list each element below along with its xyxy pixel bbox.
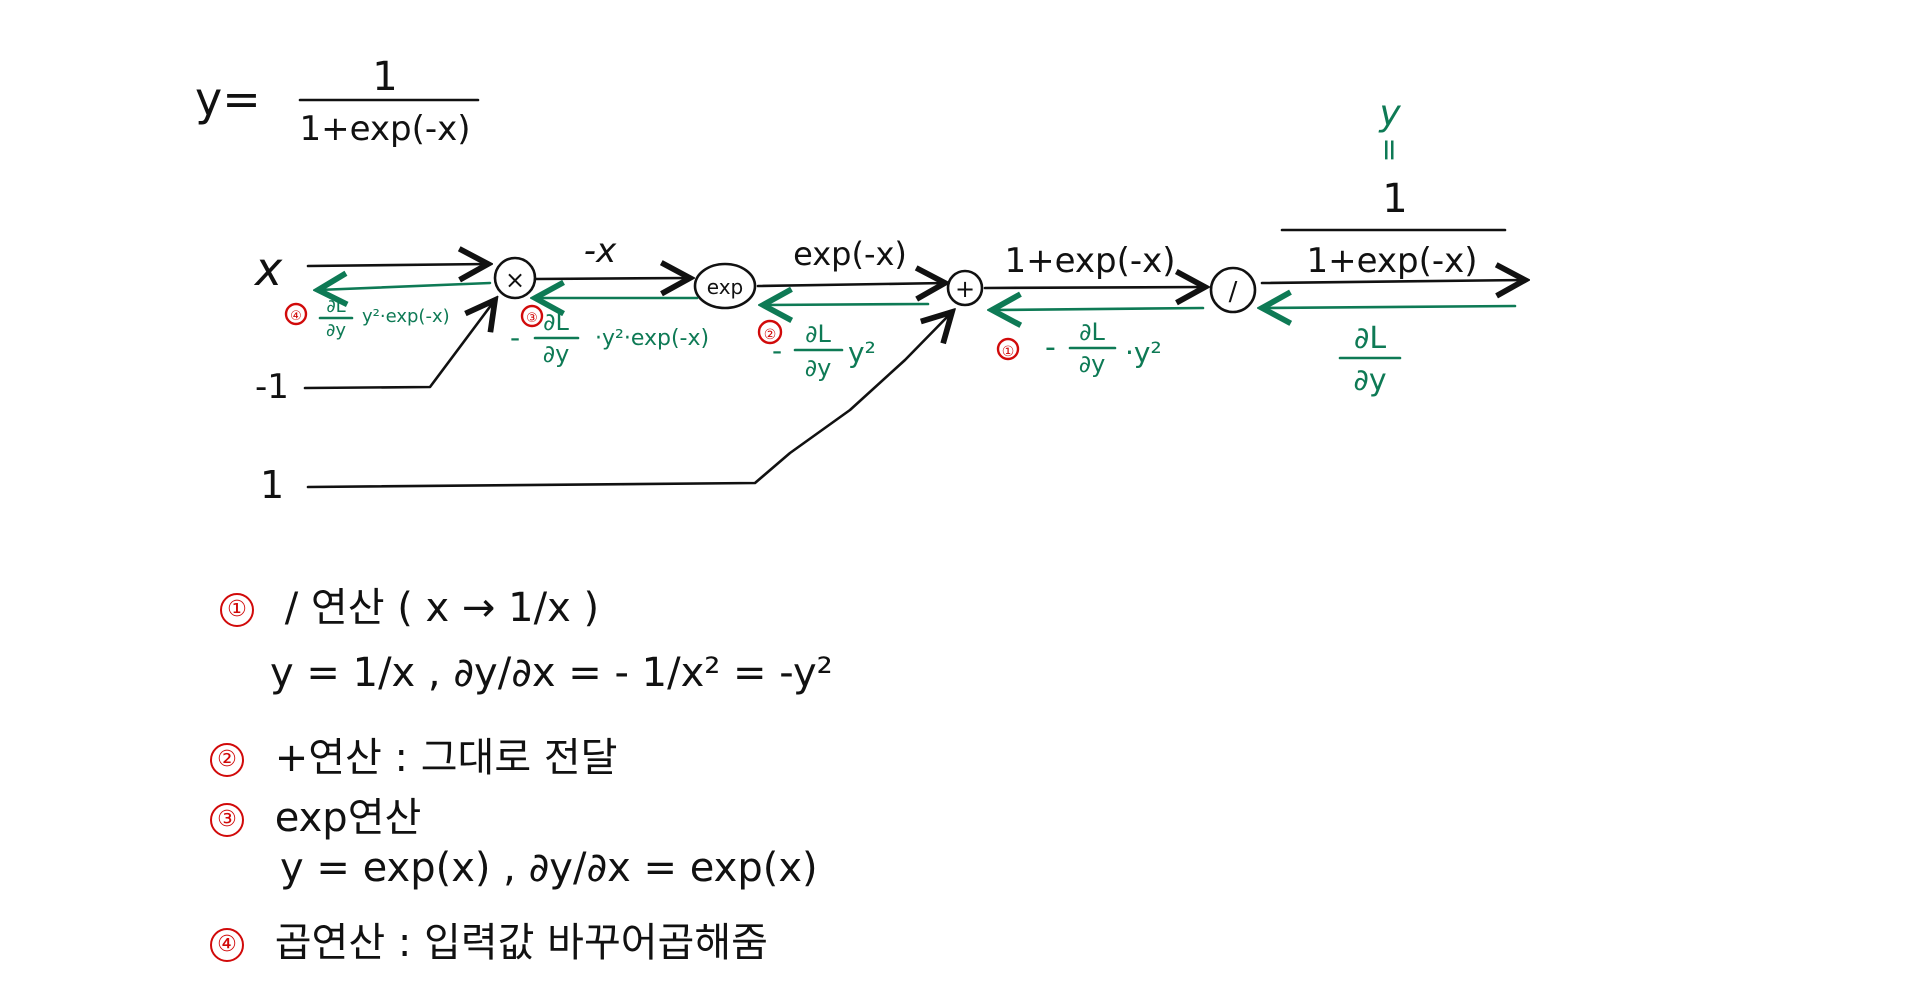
backward-edge-output-to-div [1262, 306, 1517, 308]
node-mul: × [493, 256, 537, 300]
note-2: ② +연산 : 그대로 전달 [210, 725, 617, 783]
note-4-marker: ④ [210, 928, 244, 962]
step3-suffix: ·y²·exp(-x) [595, 326, 709, 351]
step3-den: ∂y [543, 340, 570, 368]
note-3-title: exp연산 [274, 795, 422, 841]
formula-numerator: 1 [372, 54, 397, 100]
output-expression: y = 1 1+exp(-x) [1280, 93, 1507, 281]
step3-prefix: - [510, 321, 520, 354]
note-3-formula: y = exp(x) , ∂y/∂x = exp(x) [280, 845, 818, 891]
note-3-marker: ③ [210, 803, 244, 837]
node-add-circle [946, 269, 984, 307]
step4-den: ∂y [326, 320, 346, 341]
step1-suffix: ·y² [1125, 336, 1162, 369]
node-add: + [946, 269, 984, 307]
edge-mul-to-exp [533, 278, 690, 279]
step4-marker-circle [284, 302, 308, 326]
step2-marker: ② [764, 327, 777, 343]
backward-label-step3: ③ - ∂L ∂y ·y²·exp(-x) [510, 304, 709, 368]
edge-one-to-add [306, 312, 952, 489]
edge-div-to-output [1260, 280, 1525, 283]
note-1-marker: ① [220, 593, 254, 627]
node-div-label: / [1229, 277, 1238, 307]
step2-marker-circle [757, 319, 783, 345]
note-2-title: +연산 : 그대로 전달 [274, 735, 618, 781]
edge-x-to-mul [306, 264, 488, 266]
step4-marker: ④ [290, 309, 302, 324]
node-exp: exp [693, 262, 757, 310]
input-x: x [253, 242, 283, 296]
formula-denominator: 1+exp(-x) [299, 109, 470, 149]
node-add-label: + [955, 275, 975, 303]
edge-exp-to-add [756, 283, 945, 286]
note-4-title: 곱연산 : 입력값 바꾸어곱해줌 [274, 920, 768, 966]
backward-label-step1: ① - ∂L ∂y ·y² [996, 318, 1162, 378]
output-denominator: 1+exp(-x) [1306, 241, 1477, 281]
step3-marker: ③ [526, 311, 538, 326]
node-exp-circle [693, 262, 757, 310]
label-one-plus-exp: 1+exp(-x) [1004, 241, 1175, 281]
edge-neg-one-to-mul [303, 300, 495, 390]
step2-prefix: - [772, 334, 782, 367]
step3-marker-circle [520, 304, 544, 328]
node-mul-label: × [505, 266, 525, 294]
backward-label-output: ∂L ∂y [1338, 321, 1402, 398]
note-1: ① / 연산 ( x → 1/x ) [220, 575, 599, 633]
note-3: ③ exp연산 [210, 785, 421, 843]
label-exp-neg-x: exp(-x) [793, 235, 907, 273]
step4-suffix: y²·exp(-x) [362, 306, 450, 327]
step2-den: ∂y [805, 354, 832, 382]
backward-label-step4: ④ ∂L ∂y y²·exp(-x) [284, 296, 450, 341]
node-div: / [1209, 266, 1257, 314]
output-equals: = [1372, 137, 1407, 162]
note-4: ④ 곱연산 : 입력값 바꾸어곱해줌 [210, 910, 768, 968]
step1-marker: ① [1002, 344, 1015, 360]
node-mul-circle [493, 256, 537, 300]
grad-out-num: ∂L [1354, 321, 1387, 356]
backward-edge-mul-to-x [318, 283, 492, 290]
backward-edge-div-to-add [992, 308, 1205, 310]
grad-out-den: ∂y [1353, 363, 1386, 398]
input-one: 1 [260, 463, 284, 507]
note-2-marker: ② [210, 743, 244, 777]
step3-num: ∂L [543, 308, 569, 336]
node-div-circle [1209, 266, 1257, 314]
sigmoid-formula: y= 1 1+exp(-x) [195, 54, 480, 149]
note-1-formula: y = 1/x , ∂y/∂x = - 1/x² = -y² [270, 650, 833, 696]
step1-den: ∂y [1079, 350, 1106, 378]
output-y: y [1378, 93, 1401, 134]
output-numerator: 1 [1382, 176, 1407, 222]
input-neg-one: -1 [255, 367, 289, 407]
step1-prefix: - [1045, 330, 1056, 365]
node-exp-label: exp [707, 275, 743, 299]
backward-edge-add-to-exp [763, 304, 930, 305]
label-neg-x: -x [584, 231, 617, 271]
step2-num: ∂L [805, 320, 831, 348]
backward-label-step2: ② - ∂L ∂y y² [757, 319, 876, 382]
step1-marker-circle [996, 337, 1020, 361]
step1-num: ∂L [1079, 318, 1105, 346]
note-1-title: / 연산 ( x → 1/x ) [284, 585, 600, 631]
step2-suffix: y² [848, 336, 876, 369]
step4-num: ∂L [326, 296, 345, 317]
edge-add-to-div [983, 287, 1205, 288]
formula-lhs: y= [195, 72, 261, 126]
